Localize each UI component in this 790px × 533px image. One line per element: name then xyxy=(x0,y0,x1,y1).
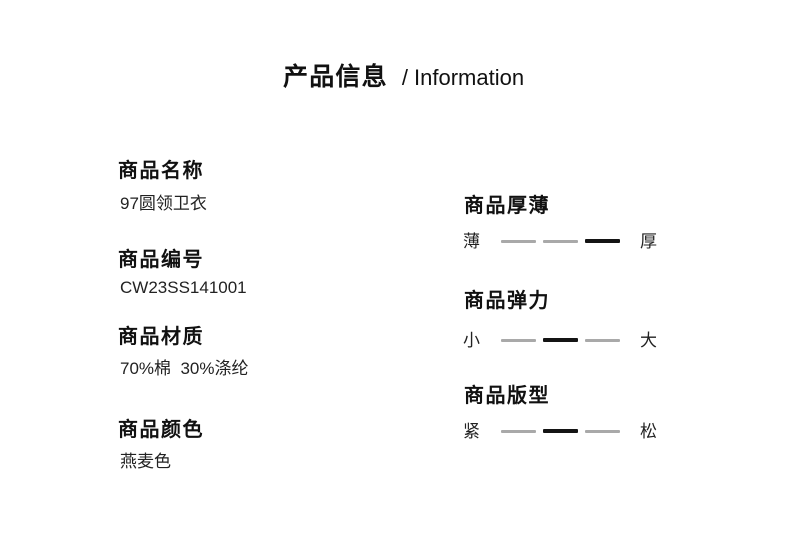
scale-dash xyxy=(543,338,578,342)
fit-dashes xyxy=(501,429,620,433)
scale-dash xyxy=(585,429,620,433)
page-title-cn: 产品信息 xyxy=(283,63,388,91)
thickness-scale: 薄 厚 xyxy=(463,230,657,252)
fit-label: 商品版型 xyxy=(464,385,550,407)
elasticity-label: 商品弹力 xyxy=(464,290,550,312)
product-code-label: 商品编号 xyxy=(118,249,204,271)
thickness-max-label: 厚 xyxy=(640,231,657,251)
scale-dash xyxy=(585,338,620,342)
thickness-dashes xyxy=(501,239,620,243)
scale-dash xyxy=(543,429,578,433)
product-color-label: 商品颜色 xyxy=(118,419,204,441)
fit-scale: 紧 松 xyxy=(463,420,657,442)
elasticity-scale: 小 大 xyxy=(463,329,657,351)
product-color-value: 燕麦色 xyxy=(120,452,171,471)
product-material-value: 70%棉 30%涤纶 xyxy=(120,359,249,378)
elasticity-min-label: 小 xyxy=(463,330,480,350)
elasticity-dashes xyxy=(501,338,620,342)
page-title-en: / Information xyxy=(401,65,525,90)
product-code-value: CW23SS141001 xyxy=(120,278,247,297)
scale-dash xyxy=(543,239,578,243)
fit-min-label: 紧 xyxy=(463,421,480,441)
scale-dash xyxy=(501,338,536,342)
product-material-label: 商品材质 xyxy=(118,326,204,348)
thickness-label: 商品厚薄 xyxy=(464,195,550,217)
fit-max-label: 松 xyxy=(640,421,657,441)
scale-dash xyxy=(501,429,536,433)
product-name-label: 商品名称 xyxy=(118,160,204,182)
product-name-value: 97圆领卫衣 xyxy=(120,194,207,213)
scale-dash xyxy=(501,239,536,243)
elasticity-max-label: 大 xyxy=(640,330,657,350)
thickness-min-label: 薄 xyxy=(463,231,480,251)
scale-dash xyxy=(585,239,620,243)
page-title: 产品信息 / Information xyxy=(283,65,524,90)
